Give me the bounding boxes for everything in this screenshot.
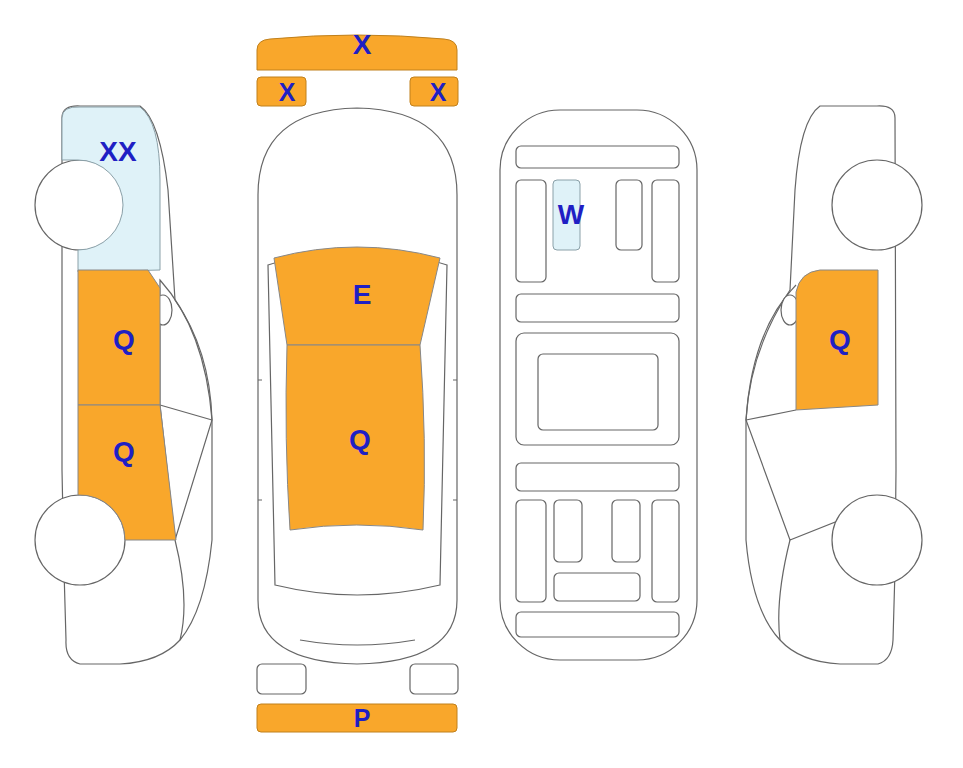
- frame: [516, 612, 679, 637]
- roof: Q: [285, 345, 425, 530]
- rear-bumper: P: [257, 704, 457, 732]
- front-bumper: X: [257, 32, 457, 70]
- part-fill: [796, 270, 878, 410]
- frame: [616, 180, 642, 250]
- bumper-box: [257, 664, 306, 694]
- frame: [554, 500, 582, 562]
- wheel: [832, 160, 922, 250]
- frame: [516, 146, 679, 168]
- frame: [652, 500, 679, 602]
- frame: [516, 333, 679, 445]
- frame: [516, 294, 679, 322]
- damage-code: Q: [829, 326, 851, 354]
- underbody-part: W: [553, 180, 580, 250]
- right-line: [746, 410, 796, 640]
- part-fill: [257, 77, 306, 106]
- damage-code: X: [430, 80, 447, 105]
- damage-code: P: [354, 706, 371, 731]
- part-shape: [62, 106, 160, 272]
- part-fill: [286, 345, 424, 530]
- part-fill: [257, 704, 457, 732]
- frame: [516, 463, 679, 491]
- part-fill: [274, 247, 440, 345]
- part-fill: [78, 270, 160, 405]
- damage-code: XX: [99, 138, 136, 166]
- headlight-right: X: [410, 77, 458, 106]
- frame: [652, 180, 679, 282]
- wheel: [832, 495, 922, 585]
- damage-code: X: [279, 80, 296, 105]
- front-door-left: Q: [78, 270, 160, 405]
- part-fill: [62, 107, 160, 272]
- front-fender-left: XX: [62, 106, 160, 272]
- damage-code: Q: [349, 426, 371, 454]
- bumper-box: [410, 664, 458, 694]
- damage-code: Q: [113, 326, 135, 354]
- damage-code: Q: [113, 438, 135, 466]
- damage-code: W: [558, 201, 584, 229]
- frame: [538, 354, 658, 430]
- part-fill: [410, 77, 458, 106]
- frame: [612, 500, 640, 562]
- frame: [516, 180, 546, 282]
- rear-door-left: Q: [78, 405, 176, 540]
- headlight-left: X: [257, 77, 306, 106]
- front-door-right: Q: [795, 270, 878, 410]
- frame: [516, 500, 546, 602]
- damage-code: X: [353, 31, 372, 59]
- part-fill: [78, 405, 176, 540]
- part-shape: [78, 405, 176, 540]
- underside-body: [500, 110, 697, 660]
- windshield: E: [274, 240, 440, 345]
- frame: [554, 573, 640, 601]
- top-body: [258, 108, 457, 664]
- damage-code: E: [353, 281, 372, 309]
